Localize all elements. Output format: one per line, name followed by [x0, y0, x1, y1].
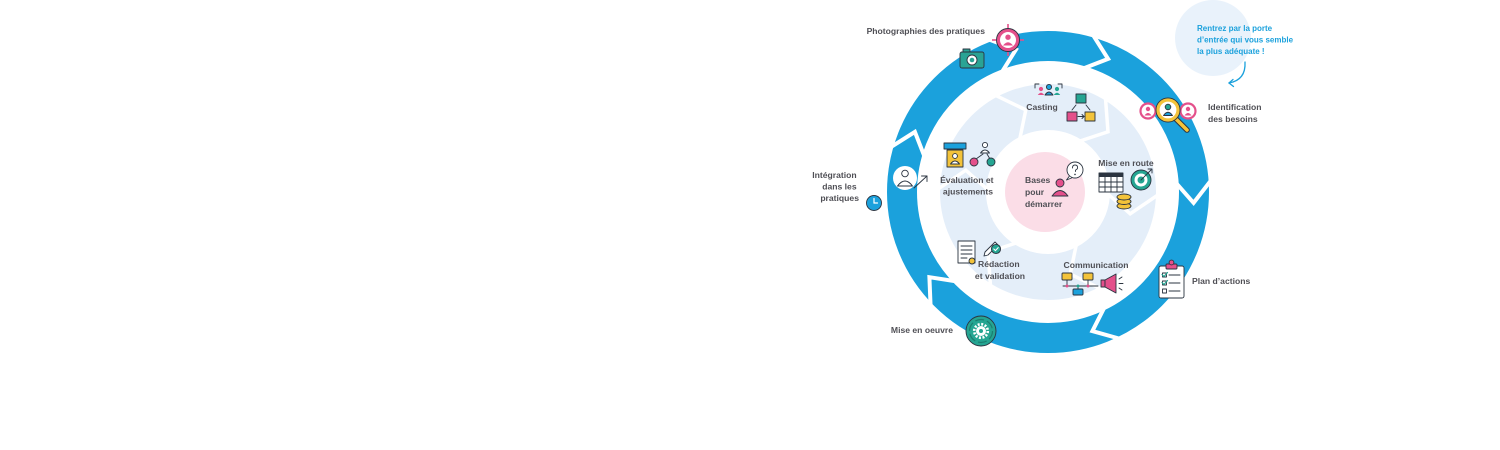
label-communication: Communication [1064, 260, 1129, 270]
label-mise-en-route: Mise en route [1098, 158, 1154, 168]
label-line: démarrer [1025, 199, 1063, 209]
label-plan-actions: Plan d’actions [1192, 276, 1250, 286]
calendar-icon [1098, 172, 1124, 193]
label-line: Rédaction [978, 259, 1020, 269]
network-icon [1066, 93, 1096, 122]
outer-ring-arrows [889, 33, 1214, 341]
document-icon [957, 240, 976, 265]
label-casting: Casting [1026, 102, 1058, 112]
label-line: Photographies des pratiques [867, 26, 986, 36]
label-line: Intégration [812, 170, 856, 180]
people-network-icon [969, 141, 996, 167]
question-bubble-icon [1066, 161, 1084, 181]
id-card-icon [943, 142, 967, 168]
outer-ring-arrow-notch [927, 274, 957, 307]
label-line: Communication [1064, 260, 1129, 270]
label-line: Mise en oeuvre [891, 325, 953, 335]
center-circle [1005, 152, 1085, 232]
label-identification: Identification des besoins [1208, 102, 1264, 124]
pencil-check-icon [983, 241, 1002, 257]
clipboard-icon [1158, 259, 1185, 299]
callout-line: d’entrée qui vous semble [1197, 36, 1294, 45]
label-line: Mise en route [1098, 158, 1154, 168]
label-line: ajustements [943, 187, 993, 197]
outer-ring-arrow-notch [1081, 33, 1112, 71]
target-icon [1130, 168, 1153, 191]
callout-line: la plus adéquate ! [1197, 47, 1265, 56]
callout-bubble [1175, 0, 1251, 76]
megaphone-icon [1100, 273, 1124, 294]
clock-icon [866, 195, 882, 211]
outer-ring-arrow-notch [1174, 178, 1214, 207]
label-redaction: Rédaction et validation [975, 259, 1025, 281]
camera-icon [959, 48, 985, 69]
label-evaluation: Évaluation et ajustements [940, 175, 996, 197]
label-line: des besoins [1208, 114, 1258, 124]
label-line: pratiques [820, 193, 859, 203]
label-line: Bases [1025, 175, 1051, 185]
person-target-icon [992, 24, 1024, 56]
label-photographies: Photographies des pratiques [867, 26, 986, 36]
chat-network-icon [1061, 272, 1099, 296]
label-line: Identification [1208, 102, 1261, 112]
person-icon [893, 166, 917, 190]
inner-ring-arrow-notch [936, 167, 991, 193]
outer-ring-arrow-notch [889, 128, 927, 159]
label-line: et validation [975, 271, 1025, 281]
label-line: Évaluation et [940, 175, 994, 185]
label-line: dans les [822, 182, 857, 192]
magnifier-people-icon [1139, 97, 1197, 133]
label-center: Bases pour démarrer [1025, 175, 1063, 209]
label-line: pour [1025, 187, 1045, 197]
curved-arrow-icon [1227, 61, 1246, 88]
callout-text: Rentrez par la porte d’entrée qui vous s… [1197, 24, 1295, 56]
inner-ring-arrow-notch [1077, 96, 1110, 144]
coins-icon [1116, 193, 1132, 210]
label-integration: Intégration dans les pratiques [812, 170, 859, 203]
label-mise-en-oeuvre: Mise en oeuvre [891, 325, 953, 335]
group-icon [1034, 83, 1063, 96]
callout-line: Rentrez par la porte [1197, 24, 1273, 33]
label-line: Plan d’actions [1192, 276, 1250, 286]
gear-icon [965, 315, 997, 347]
outer-ring-arrow-notch [1089, 305, 1122, 341]
arrow-up-right-icon [913, 175, 928, 189]
inner-ring-arrow-notch [1105, 191, 1160, 217]
inner-ring-arrow-notch [993, 93, 1028, 141]
center-person-icon [1051, 178, 1069, 197]
label-line: Casting [1026, 102, 1058, 112]
outer-ring [887, 31, 1209, 353]
inner-ring [940, 84, 1156, 300]
